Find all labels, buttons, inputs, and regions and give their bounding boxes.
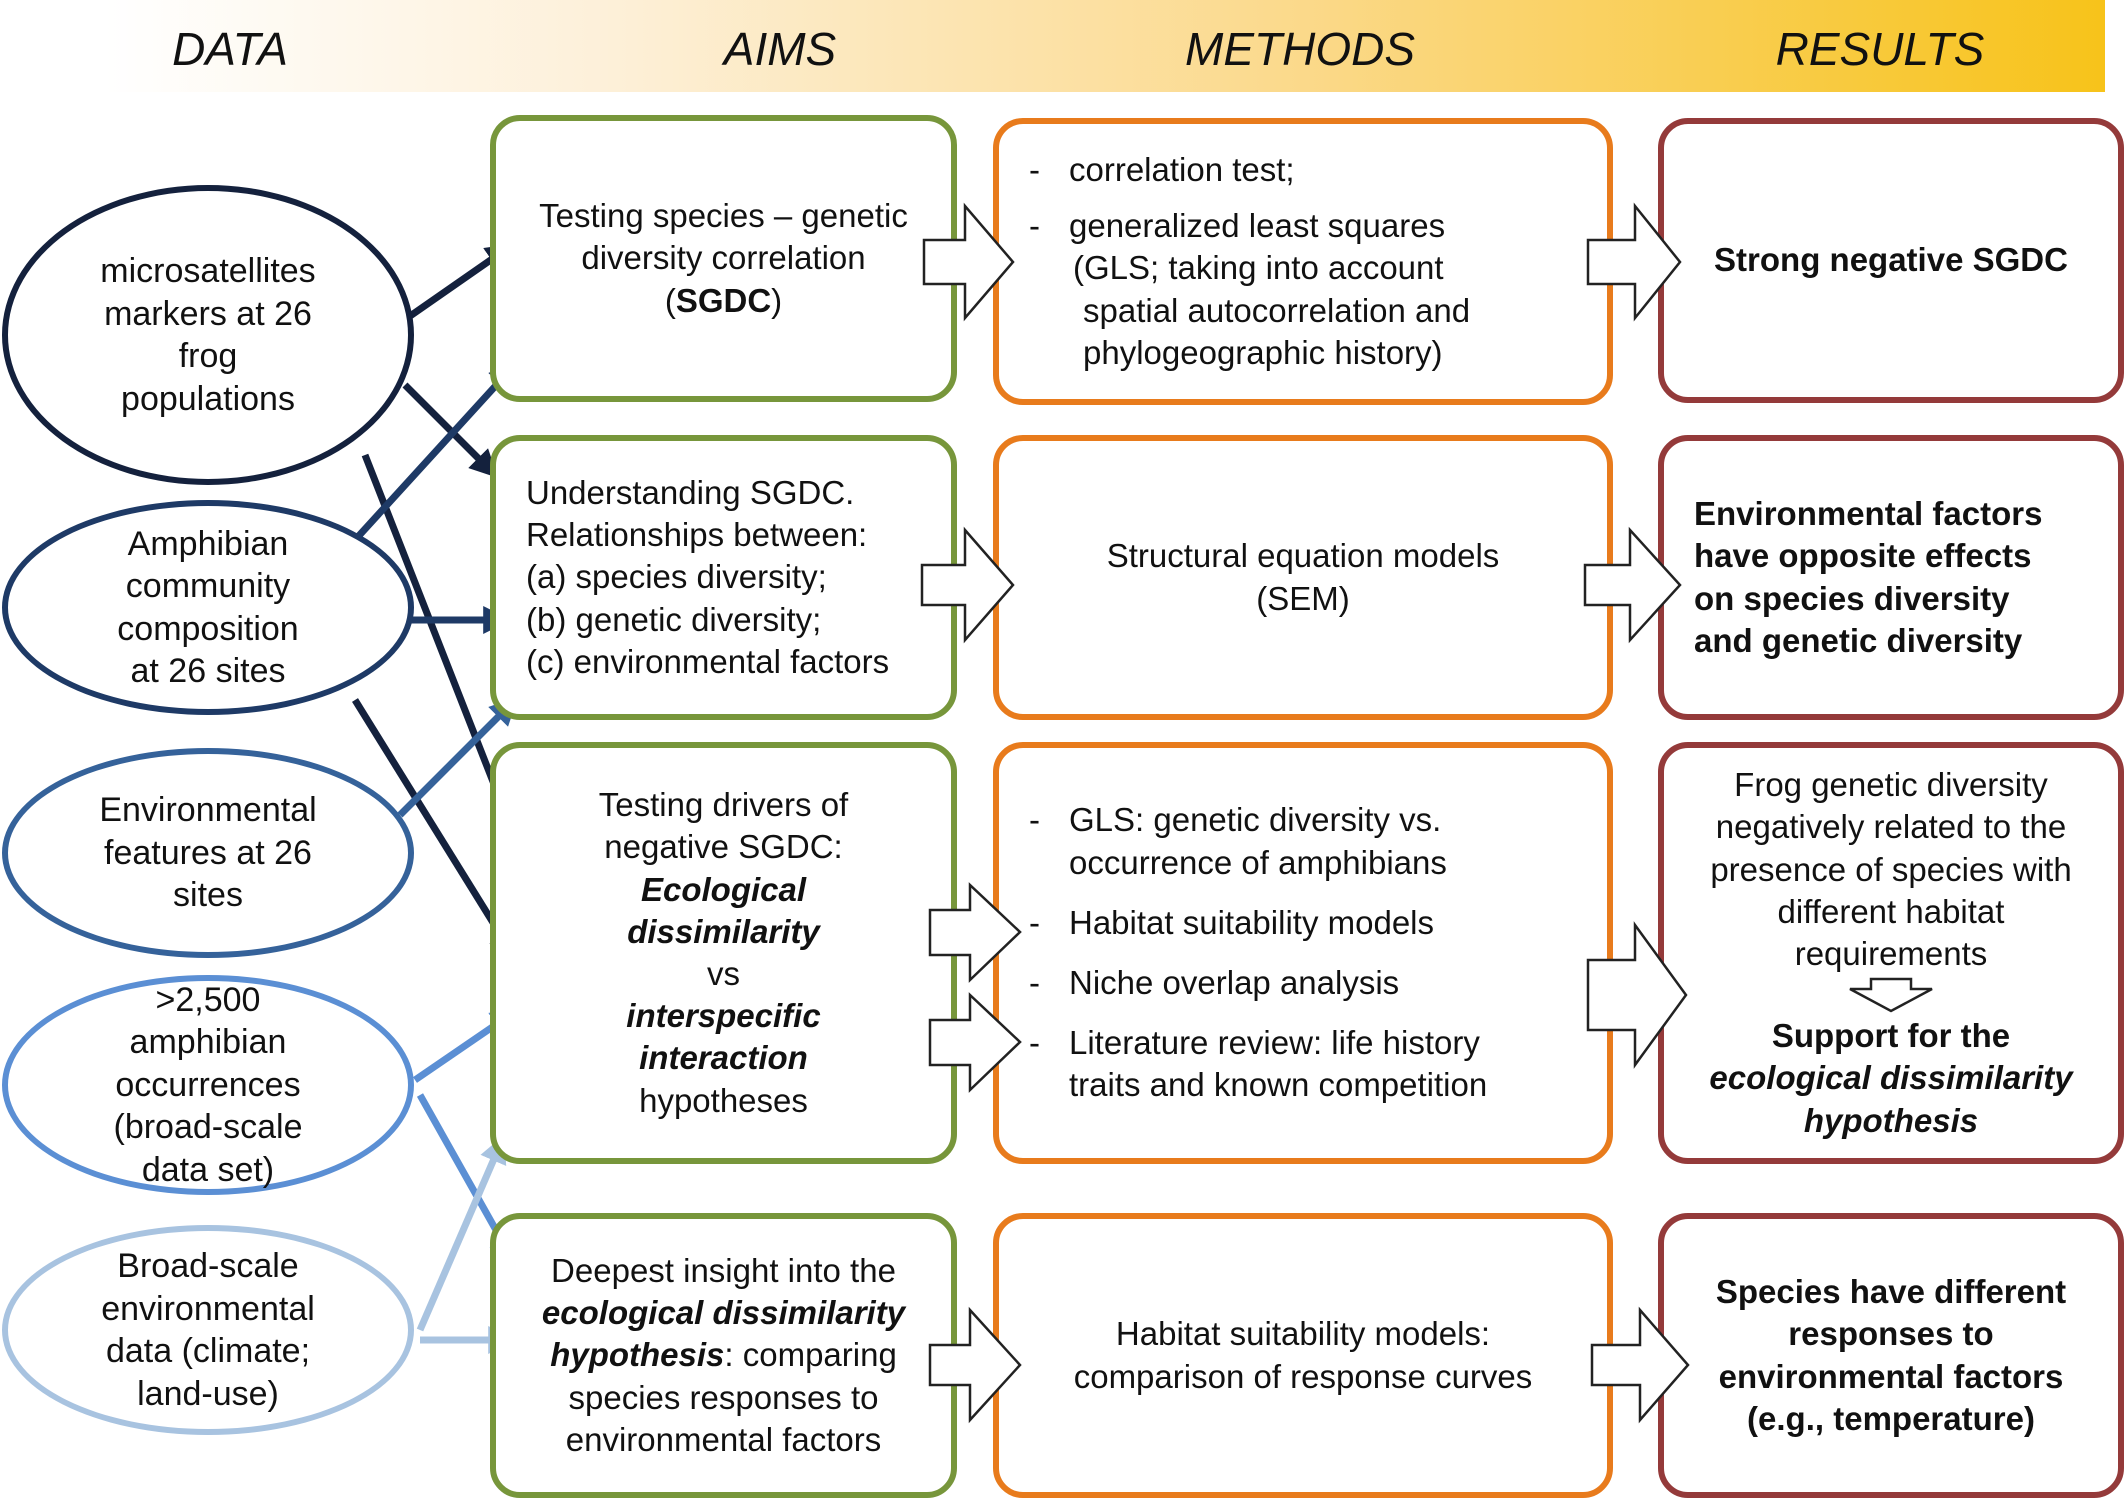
data-broad-environmental-line: environmental: [101, 1289, 315, 1328]
data-environmental-line: Environmental: [99, 791, 317, 830]
data-microsatellites: microsatellites markers at 26 frog popul…: [2, 185, 414, 485]
data-community-line: Amphibian: [127, 524, 289, 563]
result-text: ecological dissimilarity: [1709, 1059, 2073, 1097]
aim-text: diversity correlation: [581, 239, 866, 277]
arrow-broadenv-to-aim3: [416, 1134, 507, 1332]
data-community-line: at 26 sites: [130, 652, 286, 690]
data-occurrences-line: occurrences: [115, 1065, 301, 1104]
header-data: DATA: [172, 23, 288, 75]
aim-text: negative SGDC:: [604, 828, 843, 866]
aim-box-sgdc: Testing species – genetic diversity corr…: [490, 115, 957, 402]
aim-text: hypotheses: [639, 1081, 808, 1119]
aim-text: Deepest insight into the: [551, 1251, 896, 1289]
method-item: - generalized least squares (GLS; taking…: [1029, 207, 1471, 371]
arrow-community-to-aim3: [352, 698, 516, 960]
result-text: (e.g., temperature): [1747, 1399, 2035, 1437]
result-text: have opposite effects: [1694, 537, 2032, 575]
method-item: -Habitat suitability models: [1029, 903, 1434, 941]
aim-text: (SGDC): [664, 281, 783, 319]
data-occurrences-line: >2,500: [155, 980, 261, 1019]
arrow-micro-to-aim2: [402, 382, 498, 478]
aim-text: hypothesis: comparing: [550, 1336, 897, 1374]
header-aims: AIMS: [723, 23, 837, 75]
aim-text: Ecological: [640, 870, 807, 908]
aim-text: (a) species diversity;: [526, 558, 827, 596]
data-community-line: composition: [117, 609, 299, 648]
result-text: Environmental factors: [1694, 495, 2043, 533]
arrow-micro-to-aim3: [361, 453, 517, 836]
data-microsatellites-line: markers at 26: [104, 294, 312, 333]
result-text: and genetic diversity: [1694, 621, 2023, 659]
aim-text: ecological dissimilarity: [541, 1294, 906, 1332]
result-text: Frog genetic diversity: [1734, 766, 2048, 804]
result-text: environmental factors: [1718, 1357, 2064, 1395]
result-box-species-responses: Species have different responses to envi…: [1658, 1213, 2124, 1498]
data-broad-environmental-line: land-use): [137, 1374, 279, 1413]
result-text: requirements: [1794, 935, 1988, 972]
result-text: on species diversity: [1694, 579, 2010, 617]
aim-text: vs: [707, 955, 740, 992]
method-item: -correlation test;: [1029, 150, 1295, 188]
aim-text: (b) genetic diversity;: [526, 600, 822, 638]
data-occurrences-line: (broad-scale: [113, 1108, 303, 1147]
method-text: Structural equation models: [1106, 537, 1500, 575]
data-broad-environmental-line: data (climate;: [105, 1332, 311, 1370]
method-text: (SEM): [1256, 579, 1350, 617]
data-microsatellites-line: microsatellites: [100, 252, 316, 290]
result-box-dissimilarity: Frog genetic diversity negatively relate…: [1658, 742, 2124, 1164]
aim-box-drivers: Testing drivers of negative SGDC: Ecolog…: [490, 742, 957, 1164]
arrow-community-to-aim1: [352, 361, 518, 543]
aim-text: (c) environmental factors: [526, 642, 890, 680]
result-text: Strong negative SGDC: [1714, 241, 2068, 279]
data-broad-environmental-line: Broad-scale: [117, 1247, 299, 1285]
result-box-sgdc: Strong negative SGDC: [1658, 118, 2124, 403]
method-text: comparison of response curves: [1073, 1357, 1533, 1395]
aim-text: Testing drivers of: [598, 786, 849, 824]
method-item: -GLS: genetic diversity vs.occurrence of…: [1029, 801, 1447, 881]
method-text: Habitat suitability models:: [1115, 1315, 1491, 1353]
aim-text: environmental factors: [565, 1420, 882, 1458]
header-results: RESULTS: [1775, 23, 1985, 75]
method-box-habitat: Habitat suitability models: comparison o…: [993, 1213, 1613, 1498]
data-environmental: Environmental features at 26 sites: [2, 748, 414, 958]
method-box-drivers: -GLS: genetic diversity vs.occurrence of…: [993, 742, 1613, 1164]
data-environmental-line: sites: [173, 876, 243, 915]
data-community-line: community: [125, 567, 291, 605]
aim-text: dissimilarity: [627, 912, 820, 950]
header-band: [105, 0, 2105, 92]
data-microsatellites-line: frog: [178, 337, 238, 375]
arrow-env-to-aim2: [397, 697, 518, 818]
data-community: Amphibian community composition at 26 si…: [2, 500, 414, 715]
header-methods: METHODS: [1185, 23, 1415, 75]
aim-box-insight: Deepest insight into the ecological diss…: [490, 1213, 957, 1498]
aim-text: interaction: [639, 1039, 808, 1077]
result-text: different habitat: [1777, 892, 2005, 930]
result-text: presence of species with: [1710, 850, 2072, 888]
aim-text: Understanding SGDC.: [526, 473, 855, 511]
result-text: hypothesis: [1803, 1101, 1979, 1139]
data-broad-environmental: Broad-scale environmental data (climate;…: [2, 1225, 414, 1435]
aim-box-understanding: Understanding SGDC. Relationships betwee…: [490, 435, 957, 720]
method-box-sem: Structural equation models (SEM): [993, 435, 1613, 720]
aim-text: species responses to: [568, 1378, 879, 1416]
result-text: negatively related to the: [1715, 808, 2067, 846]
aim-text: Relationships between:: [526, 516, 868, 554]
aim-text: interspecific: [626, 997, 821, 1035]
result-text: Support for the: [1771, 1017, 2011, 1055]
aim-text: Testing species – genetic: [539, 197, 908, 235]
data-occurrences: >2,500 amphibian occurrences (broad-scal…: [2, 975, 414, 1195]
method-box-correlation: -correlation test; - generalized least s…: [993, 118, 1613, 405]
data-occurrences-line: data set): [141, 1150, 275, 1189]
data-occurrences-line: amphibian: [129, 1023, 287, 1062]
result-text: responses to: [1788, 1315, 1994, 1353]
down-arrow-icon: [1849, 977, 1933, 1013]
data-environmental-line: features at 26: [104, 833, 312, 872]
method-item: -Niche overlap analysis: [1029, 964, 1400, 1001]
result-box-environmental: Environmental factors have opposite effe…: [1658, 435, 2124, 720]
result-text: Species have different: [1715, 1273, 2067, 1311]
data-microsatellites-line: populations: [121, 379, 295, 418]
